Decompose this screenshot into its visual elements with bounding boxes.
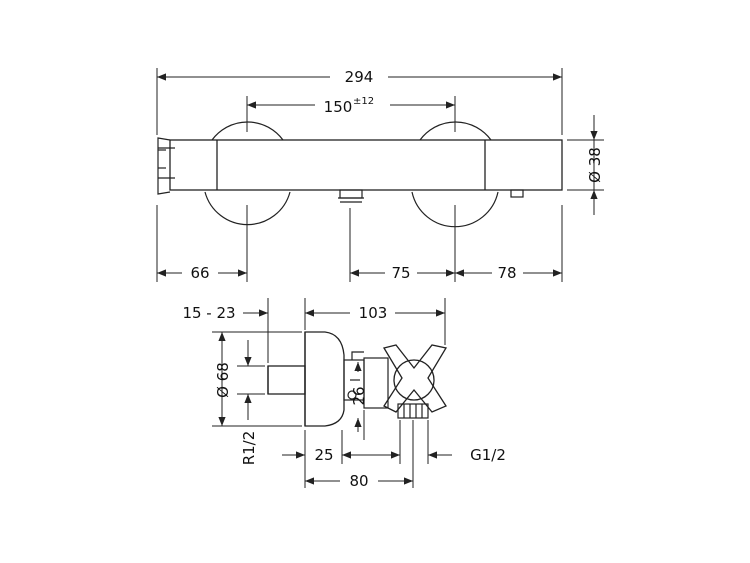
- dim-middle-offset: 75: [391, 264, 410, 282]
- dim-center-tolerance: ±12: [353, 96, 374, 107]
- dim-overall-width: 294: [345, 68, 374, 86]
- dim-26: 26: [350, 386, 368, 405]
- dim-80: 80: [349, 472, 368, 490]
- dim-wall-thread: R1/2: [240, 431, 258, 466]
- extension-lines-top: [156, 68, 604, 282]
- outlet-nut: [397, 403, 429, 419]
- dim-left-offset: 66: [190, 264, 209, 282]
- dim-right-offset: 78: [497, 264, 516, 282]
- left-end-cap: [157, 137, 175, 195]
- thermostat-body: [169, 139, 563, 191]
- dim-wall-range: 15 - 23: [182, 304, 235, 322]
- dim-center-spacing: 150: [324, 98, 353, 116]
- dim-depth: 103: [359, 304, 388, 322]
- wall-pipe: [267, 365, 306, 395]
- dim-diameter: Ø 38: [586, 147, 604, 183]
- dim-rosette-diameter: Ø 68: [214, 362, 232, 398]
- dim-outlet-thread: G1/2: [470, 446, 506, 464]
- cross-handle: [382, 344, 448, 413]
- dim-25: 25: [314, 446, 333, 464]
- body-connector: [343, 351, 389, 409]
- outlet-nipple: [338, 189, 524, 203]
- side-view: 15 - 23 103 Ø 68 R1/2 26 25 G1/2 80: [182, 298, 506, 490]
- rosette: [304, 331, 345, 427]
- top-view: 294 150 ±12 Ø 38 66 75 78: [156, 68, 604, 282]
